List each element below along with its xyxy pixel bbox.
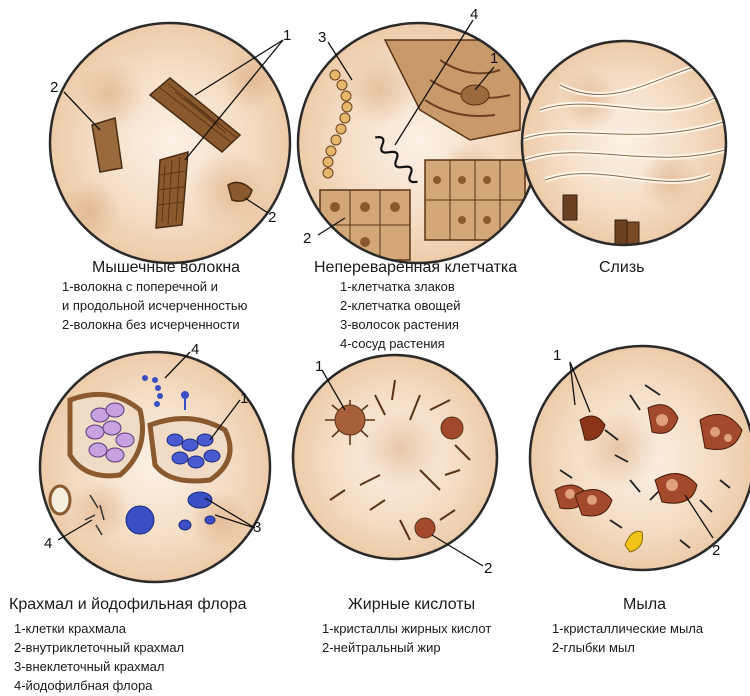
legend-item: 3-волосок растения bbox=[340, 317, 459, 332]
marker-4: 4 bbox=[470, 6, 478, 23]
legend-soaps: 1-кристаллические мыла 2-глыбки мыл bbox=[552, 619, 703, 657]
marker-2: 2 bbox=[50, 79, 58, 96]
legend-fiber: 1-клетчатка злаков 2-клетчатка овощей 3-… bbox=[340, 277, 460, 353]
legend-item: 2-волокна без исчерченности bbox=[62, 317, 240, 332]
panel-fiber: 4 3 1 2 bbox=[296, 6, 540, 265]
marker-3: 3 bbox=[253, 519, 261, 536]
panel-title-starch: Крахмал и йодофильная флора bbox=[9, 596, 247, 613]
legend-item: и продольной исчерченностью bbox=[62, 298, 248, 313]
panel-muscle: 1 2 2 bbox=[48, 21, 291, 265]
marker-1: 1 bbox=[283, 27, 291, 44]
legend-item: 4-йодофилбная флора bbox=[14, 678, 153, 693]
panel-title-mucus: Слизь bbox=[599, 259, 645, 276]
fatty-acid-crystals bbox=[329, 379, 471, 541]
starch-cell bbox=[67, 391, 145, 479]
iodophil-flora bbox=[142, 375, 189, 410]
plant-vessel bbox=[375, 136, 418, 184]
marker-1: 1 bbox=[490, 50, 498, 67]
muscle-fiber-plain bbox=[91, 117, 253, 202]
fatty-acid-cluster bbox=[325, 400, 375, 445]
legend-fatty: 1-кристаллы жирных кислот 2-нейтральный … bbox=[322, 619, 491, 657]
legend-item: 1-клетчатка злаков bbox=[340, 279, 455, 294]
panel-title-soaps: Мыла bbox=[623, 596, 667, 613]
legend-item: 3-внеклеточный крахмал bbox=[14, 659, 165, 674]
legend-item: 4-сосуд растения bbox=[340, 336, 445, 351]
starch-cell-intracellular bbox=[147, 416, 233, 484]
marker-2b: 2 bbox=[268, 209, 276, 226]
muscle-fiber-striated bbox=[155, 150, 189, 229]
panel-fatty-acids: 1 2 bbox=[291, 353, 499, 577]
yellow-droplet bbox=[624, 530, 643, 553]
legend-starch: 1-клетки крахмала 2-внутриклеточный крах… bbox=[14, 619, 184, 695]
marker-2: 2 bbox=[484, 560, 492, 577]
panel-title-fatty: Жирные кислоты bbox=[348, 596, 476, 613]
panel-title-fiber: Непереваренная клетчатка bbox=[314, 259, 518, 276]
muscle-fiber-striated bbox=[148, 77, 242, 153]
legend-item: 1-волокна с поперечной и bbox=[62, 279, 218, 294]
panel-soaps: 1 2 bbox=[528, 344, 750, 572]
legend-item: 1-клетки крахмала bbox=[14, 621, 126, 636]
legend-item: 2-глыбки мыл bbox=[552, 640, 635, 655]
marker-1: 1 bbox=[315, 358, 323, 375]
marker-4b: 4 bbox=[44, 535, 52, 552]
extracellular-starch bbox=[125, 491, 216, 535]
plant-hair bbox=[322, 69, 353, 179]
panel-title-muscle: Мышечные волокна bbox=[92, 259, 241, 276]
marker-1: 1 bbox=[553, 347, 561, 364]
panel-starch: 4 1 3 4 bbox=[38, 341, 272, 584]
panel-mucus bbox=[520, 39, 728, 247]
marker-2: 2 bbox=[303, 230, 311, 247]
marker-3: 3 bbox=[318, 29, 326, 46]
marker-2: 2 bbox=[712, 542, 720, 559]
legend-item: 2-клетчатка овощей bbox=[340, 298, 461, 313]
legend-item: 1-кристаллические мыла bbox=[552, 621, 704, 636]
legend-muscle: 1-волокна с поперечной и и продольной ис… bbox=[62, 277, 247, 334]
legend-item: 2-нейтральный жир bbox=[322, 640, 441, 655]
neutral-fat bbox=[414, 517, 436, 539]
legend-item: 2-внутриклеточный крахмал bbox=[14, 640, 185, 655]
soap-clumps bbox=[554, 404, 743, 517]
legend-item: 1-кристаллы жирных кислот bbox=[322, 621, 492, 636]
marker-1: 1 bbox=[240, 390, 248, 407]
marker-4: 4 bbox=[191, 341, 199, 358]
